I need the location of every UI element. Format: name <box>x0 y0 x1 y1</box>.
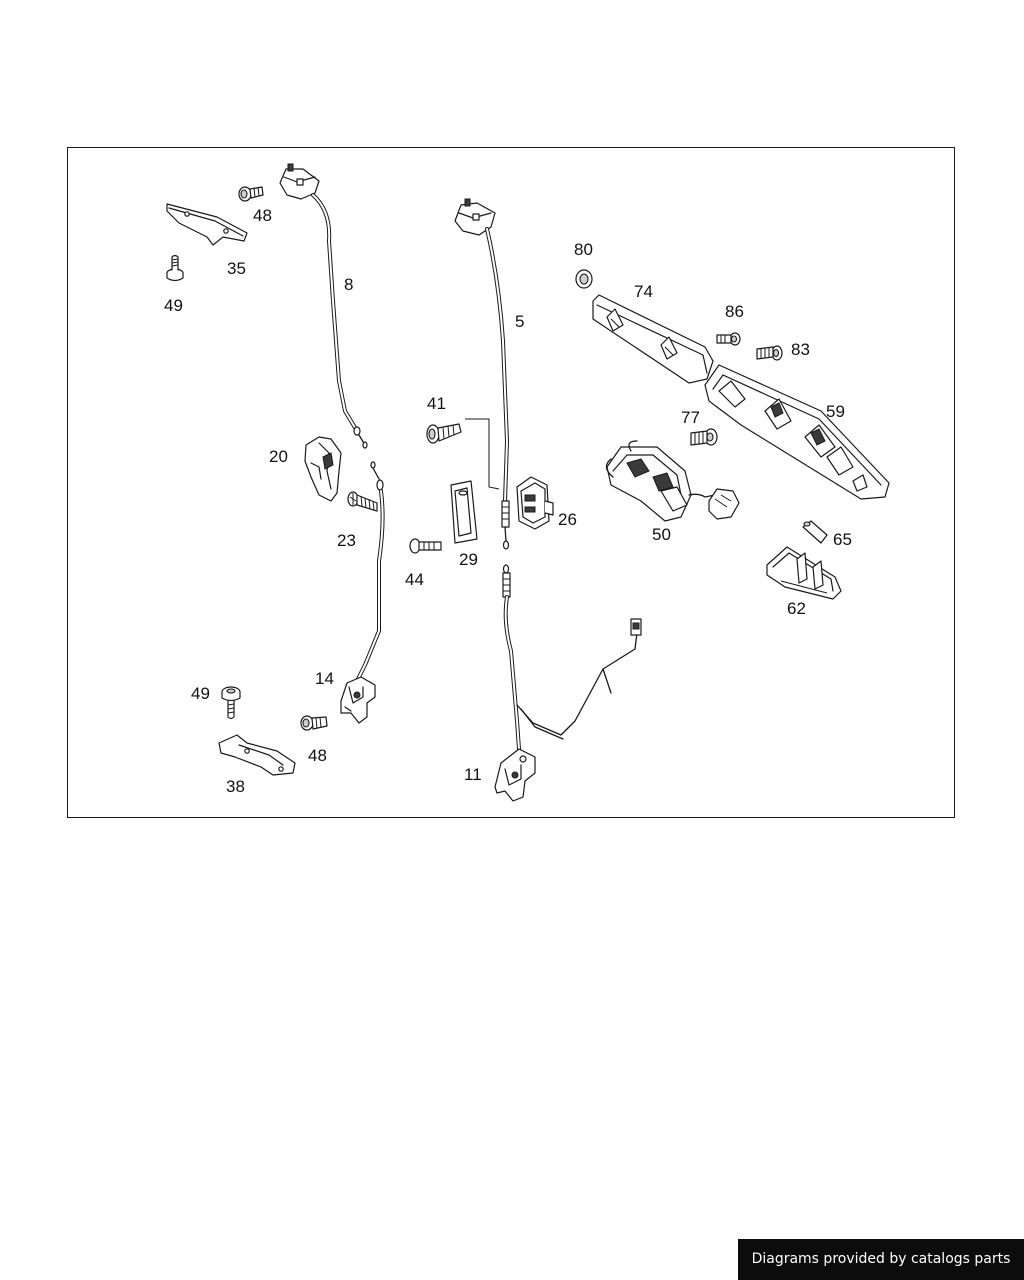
diagram-frame: 48 35 49 8 5 80 74 86 83 59 41 77 20 26 … <box>67 147 955 818</box>
cover-29[interactable] <box>450 480 478 544</box>
screw-77[interactable] <box>690 428 718 446</box>
callout-14: 14 <box>315 669 334 688</box>
callout-65: 65 <box>833 530 852 549</box>
lamp-62[interactable] <box>766 546 842 600</box>
screw-83[interactable] <box>756 345 783 361</box>
bracket-38[interactable] <box>218 734 296 776</box>
callout-50: 50 <box>652 525 671 544</box>
callout-5: 5 <box>515 312 524 331</box>
cable-8[interactable] <box>279 163 368 449</box>
trim-59[interactable] <box>704 364 890 500</box>
callout-44: 44 <box>405 570 424 589</box>
callout-48-bottom: 48 <box>308 746 327 765</box>
bolt-49-top[interactable] <box>166 254 184 282</box>
lock-11[interactable] <box>494 564 642 802</box>
handle-module-50[interactable] <box>605 440 740 522</box>
callout-62: 62 <box>787 599 806 618</box>
parts-diagram: 48 35 49 8 5 80 74 86 83 59 41 77 20 26 … <box>164 163 890 802</box>
callout-86: 86 <box>725 302 744 321</box>
footer-banner: Diagrams provided by catalogs parts <box>738 1239 1024 1280</box>
callout-77: 77 <box>681 408 700 427</box>
callout-26: 26 <box>558 510 577 529</box>
callout-23: 23 <box>337 531 356 550</box>
screw-23[interactable] <box>347 491 378 512</box>
cable-14[interactable] <box>340 461 385 724</box>
callout-41: 41 <box>427 394 446 413</box>
screw-44[interactable] <box>409 538 442 554</box>
bracket-35[interactable] <box>166 203 248 246</box>
callout-20: 20 <box>269 447 288 466</box>
bolt-49-bottom[interactable] <box>221 686 241 720</box>
callout-83: 83 <box>791 340 810 359</box>
bolt-48-top[interactable] <box>238 186 264 202</box>
grommet-80[interactable] <box>575 269 593 289</box>
bulb-65[interactable] <box>802 520 828 544</box>
lock-20[interactable] <box>304 436 342 502</box>
screw-41[interactable] <box>426 418 500 490</box>
bolt-48-bottom[interactable] <box>300 715 328 731</box>
callout-29: 29 <box>459 550 478 569</box>
callout-59: 59 <box>826 402 845 421</box>
callout-49-top: 49 <box>164 296 183 315</box>
screw-86[interactable] <box>716 332 741 346</box>
callout-8: 8 <box>344 275 353 294</box>
trim-74[interactable] <box>592 294 714 384</box>
callout-48-top: 48 <box>253 206 272 225</box>
callout-38: 38 <box>226 777 245 796</box>
callout-74: 74 <box>634 282 653 301</box>
actuator-26[interactable] <box>516 476 554 530</box>
footer-text: Diagrams provided by catalogs parts <box>751 1251 1011 1267</box>
callout-35: 35 <box>227 259 246 278</box>
cable-5[interactable] <box>454 198 510 550</box>
callout-80: 80 <box>574 240 593 259</box>
callout-11: 11 <box>464 765 482 784</box>
callout-49-bottom: 49 <box>191 684 210 703</box>
